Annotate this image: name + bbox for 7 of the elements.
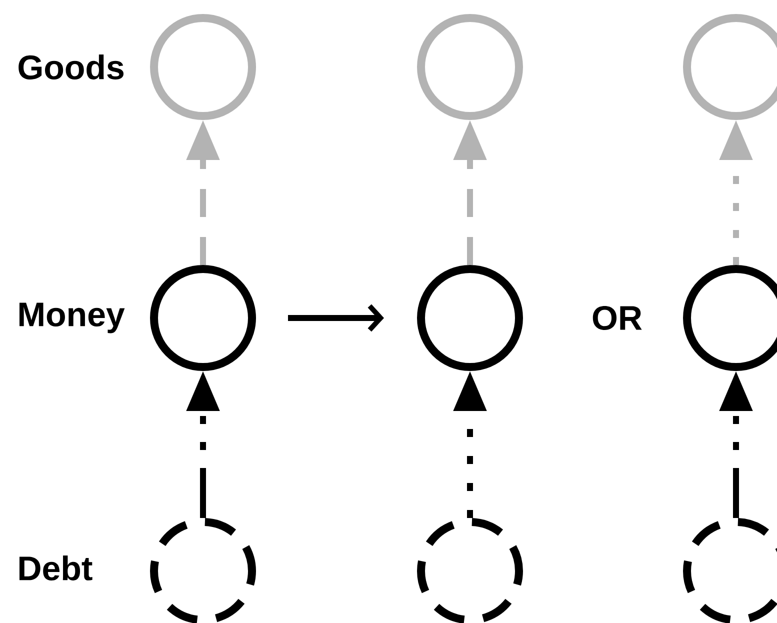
row-label: Debt (19, 556, 92, 580)
or-label: OR (592, 306, 642, 330)
money-circle (417, 265, 523, 371)
arrow (288, 304, 384, 332)
money-circle (150, 265, 256, 371)
goods-circle (417, 14, 523, 120)
goods-circle (150, 14, 256, 120)
